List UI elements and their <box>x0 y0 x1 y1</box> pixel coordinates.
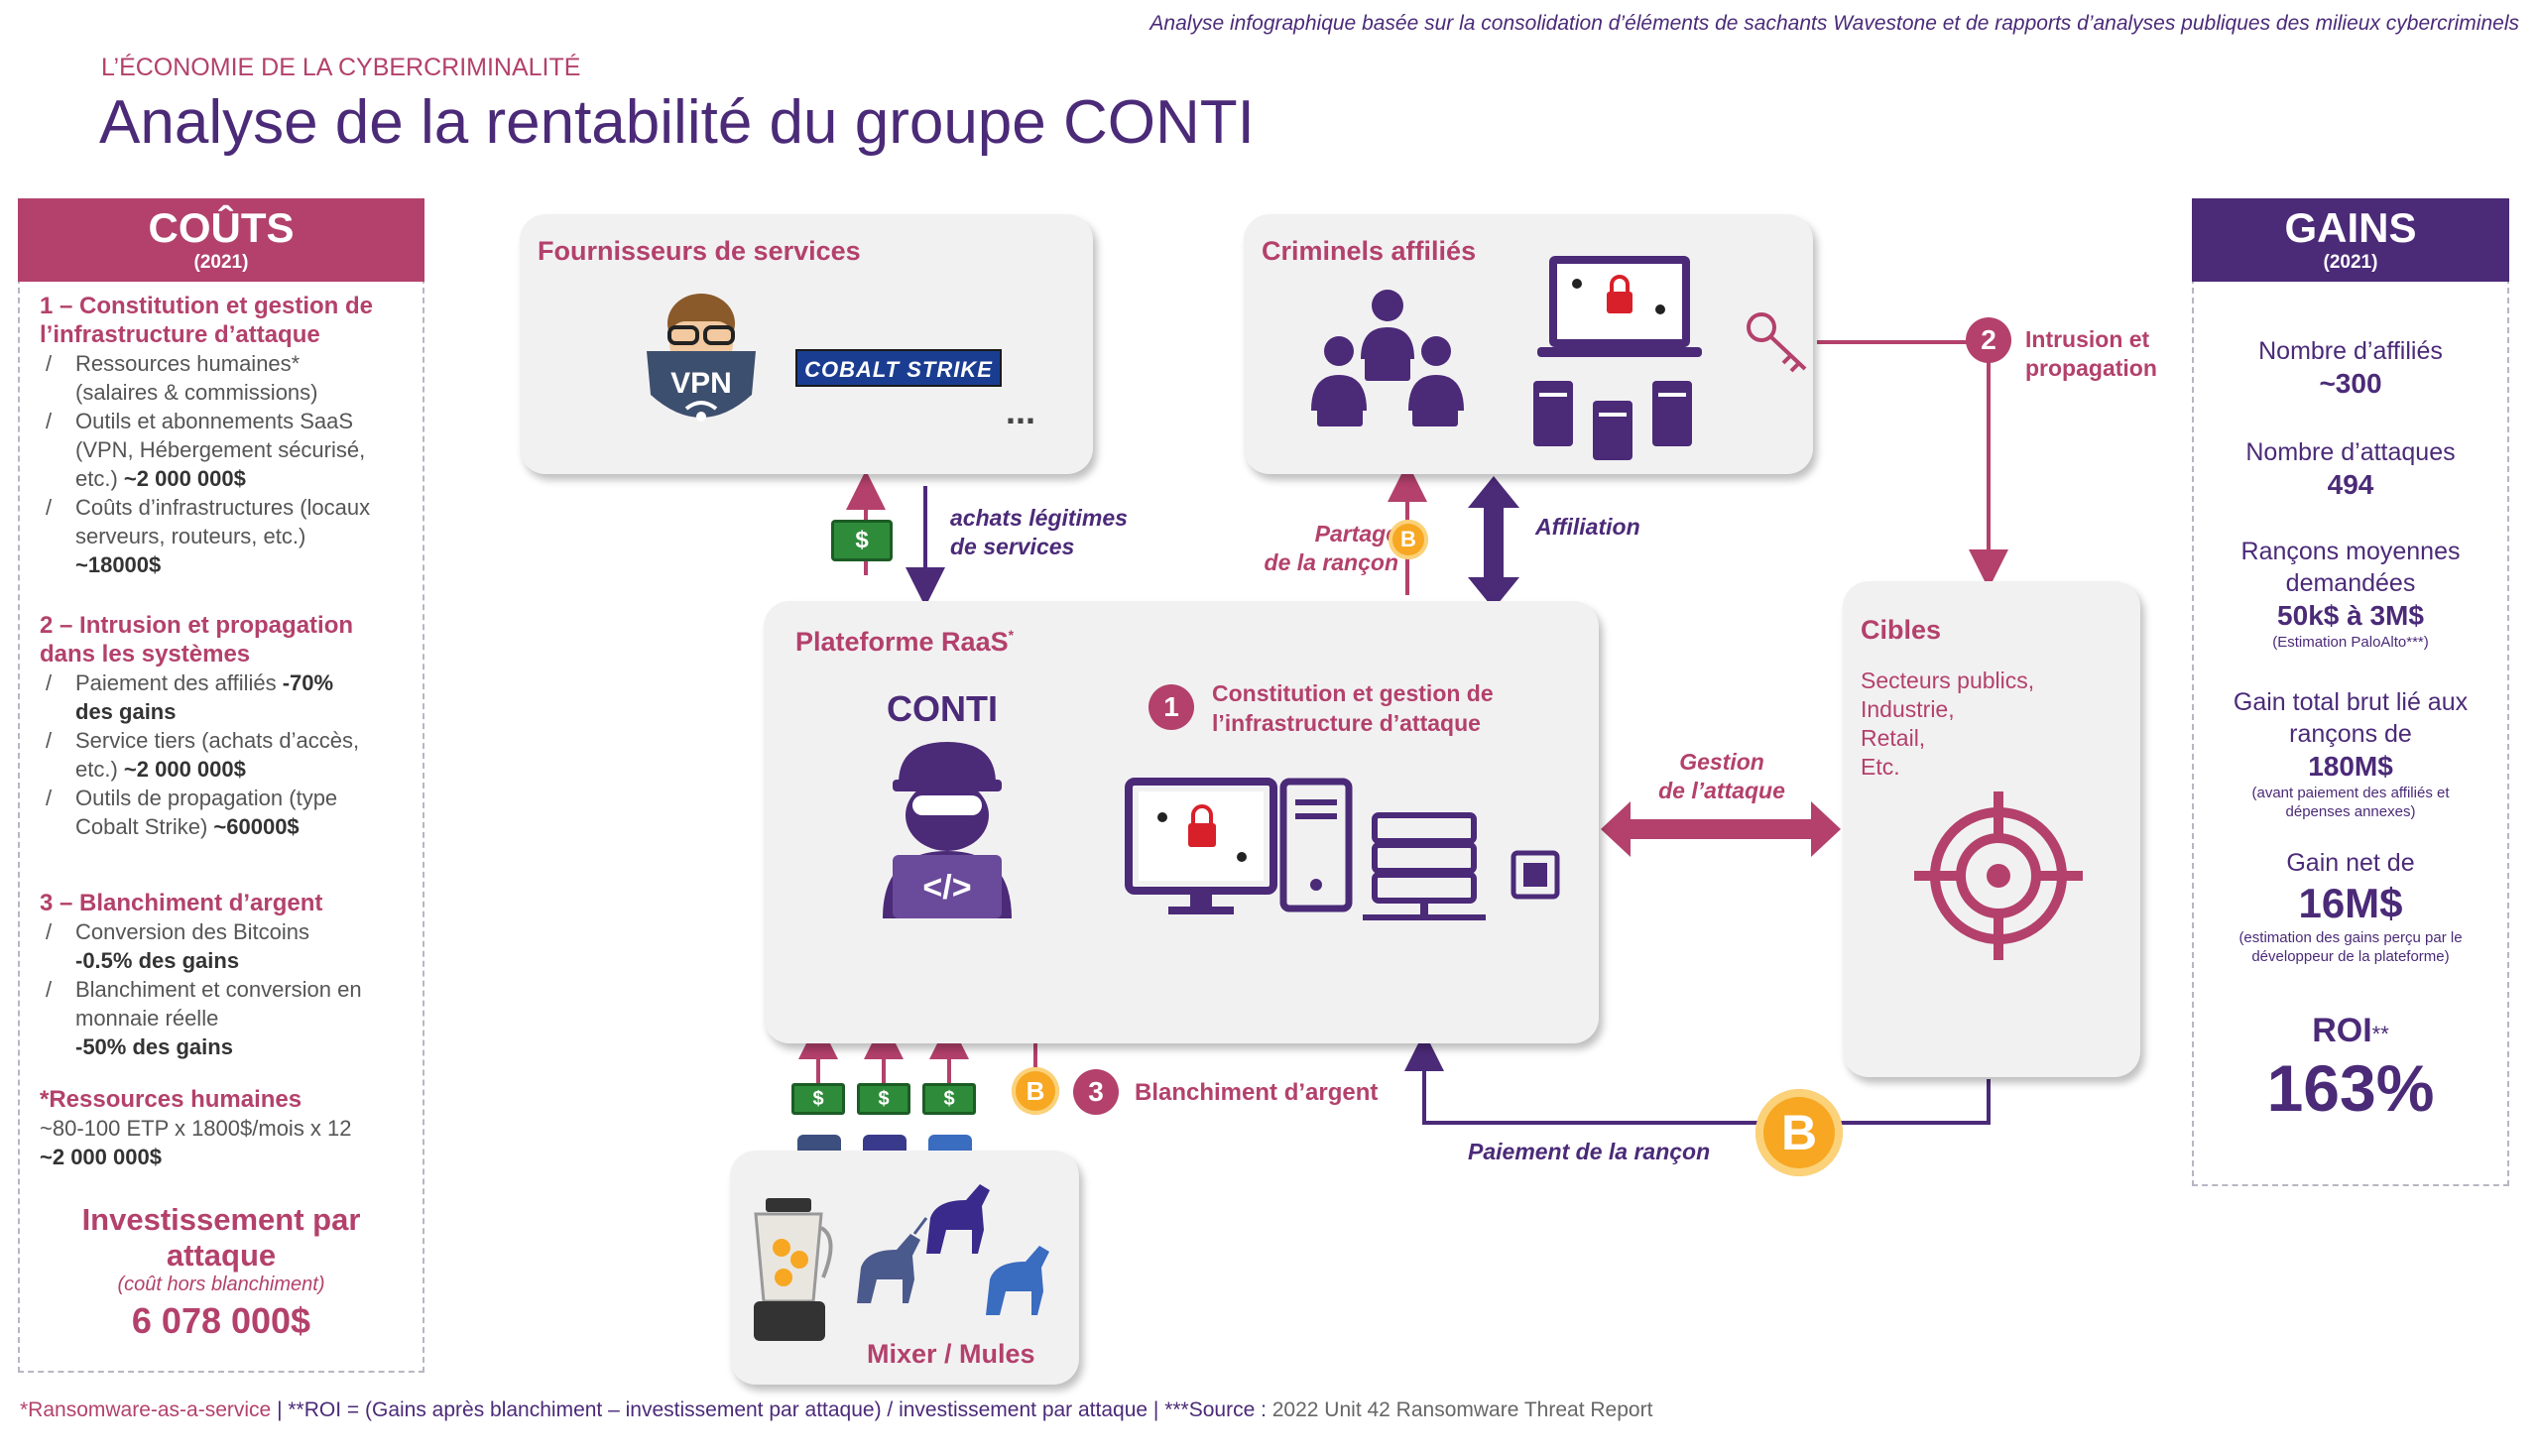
affiliation-arrow <box>1468 476 1519 609</box>
cost-item: /Service tiers (achats d’accès,etc.) ~2 … <box>46 728 360 782</box>
investment-value: 6 078 000$ <box>131 1300 311 1341</box>
gain-roi: ROI** 163% <box>2194 1012 2507 1126</box>
chip-icon <box>1511 850 1560 900</box>
costs-panel: COÛTS (2021) 1 – Constitution et gestion… <box>18 198 424 1373</box>
cost-item: /Paiement des affiliés -70%des gains <box>46 670 334 724</box>
roi-value: 163% <box>2266 1051 2435 1125</box>
attack-management-arrow <box>1601 801 1841 857</box>
money-bill-icon: $ <box>857 1083 910 1115</box>
affiliation-label: Affiliation <box>1535 514 1640 540</box>
footer-notes: *Ransomware-as-a-service | **ROI = (Gain… <box>20 1398 1653 1421</box>
cost-section-3: 3 – Blanchiment d’argent /Conversion des… <box>40 889 413 1061</box>
source-note: Analyse infographique basée sur la conso… <box>1149 12 2519 35</box>
bitcoin-large-icon: B <box>1755 1089 1843 1176</box>
gain-attacks: Nombre d’attaques 494 <box>2245 438 2456 500</box>
laundering-label: Blanchiment d’argent <box>1135 1079 1379 1106</box>
tower-computer-icon <box>1279 778 1353 912</box>
blender-icon <box>754 1198 833 1341</box>
providers-title: Fournisseurs de services <box>538 236 861 266</box>
money-bill-icon: $ <box>831 520 893 561</box>
gain-affiliates: Nombre d’affiliés ~300 <box>2258 337 2443 399</box>
money-bill-icon: $ <box>791 1083 845 1115</box>
conti-label: CONTI <box>887 688 998 729</box>
bitcoin-icon: B <box>1012 1067 1059 1115</box>
targets-title: Cibles <box>1861 615 1942 645</box>
affiliates-box: Criminels affiliés <box>1244 214 1813 474</box>
vpn-hacker-icon: VPN <box>647 294 756 422</box>
affiliates-group-icon <box>1311 290 1464 426</box>
step-1-badge: 1 <box>1149 684 1194 730</box>
targets-box: Cibles Secteurs publics,Industrie,Retail… <box>1843 581 2140 1077</box>
kicker: L’ÉCONOMIE DE LA CYBERCRIMINALITÉ <box>101 54 581 81</box>
target-icon <box>1914 791 2083 960</box>
money-bill-icon: $ <box>922 1083 976 1115</box>
server-rack-icon <box>1363 812 1486 920</box>
ransom-payment-label: Paiement de la rançon <box>1468 1139 1711 1164</box>
page-title: Analyse de la rentabilité du groupe CONT… <box>99 88 1255 157</box>
svg-text:</>: </> <box>922 869 971 907</box>
costs-header: COÛTS (2021) <box>18 198 424 282</box>
cost-section-3-title: 3 – Blanchiment d’argent <box>40 890 323 916</box>
gain-net: Gain net de 16M$ (estimation des gains p… <box>2238 849 2463 965</box>
svg-text:VPN: VPN <box>670 367 732 400</box>
intrusion-line <box>1817 340 2008 589</box>
cost-item: /Outils et abonnements SaaS(VPN, Héberge… <box>46 409 366 491</box>
cobalt-strike-logo: COBALT STRIKE <box>795 349 1002 387</box>
infrastructure-icons <box>1125 778 1560 920</box>
gains-year: (2021) <box>2323 252 2378 273</box>
mixer-label: Mixer / Mules <box>867 1339 1035 1369</box>
cost-item: /Ressources humaines*(salaires & commiss… <box>46 351 318 405</box>
targets-sectors: Secteurs publics,Industrie,Retail,Etc. <box>1861 667 2035 780</box>
key-icon <box>1747 312 1807 373</box>
unicorns-icon <box>857 1184 1049 1315</box>
gains-title: GAINS <box>2284 204 2417 251</box>
infected-monitor-icon <box>1125 778 1277 914</box>
cost-item: /Conversion des Bitcoins-0.5% des gains <box>46 919 310 973</box>
mixer-box: Mixer / Mules <box>730 1151 1079 1385</box>
ellipsis: ... <box>1006 391 1036 431</box>
step-3-badge: 3 <box>1073 1069 1119 1115</box>
bitcoin-icon: B <box>1389 520 1428 559</box>
providers-box: Fournisseurs de services VPN COBALT STRI… <box>520 214 1093 474</box>
affiliates-title: Criminels affiliés <box>1262 236 1477 266</box>
step-2-badge: 2 <box>1966 317 2011 363</box>
hacker-laptop-icon: </> <box>883 742 1012 918</box>
platform-box: Plateforme RaaS* CONTI </> 1 Constitutio… <box>764 601 1599 1043</box>
gains-header: GAINS (2021) <box>2192 198 2509 282</box>
ransom-payment-line <box>1404 1031 1991 1125</box>
hr-note: *Ressources humaines ~80-100 ETP x 1800$… <box>40 1086 352 1169</box>
gains-panel: GAINS (2021) Nombre d’affiliés ~300 Nomb… <box>2192 198 2509 1186</box>
costs-title: COÛTS <box>148 204 295 251</box>
platform-title: Plateforme RaaS* <box>795 627 1015 657</box>
costs-year: (2021) <box>193 252 249 273</box>
infected-laptop-icon <box>1533 256 1702 460</box>
